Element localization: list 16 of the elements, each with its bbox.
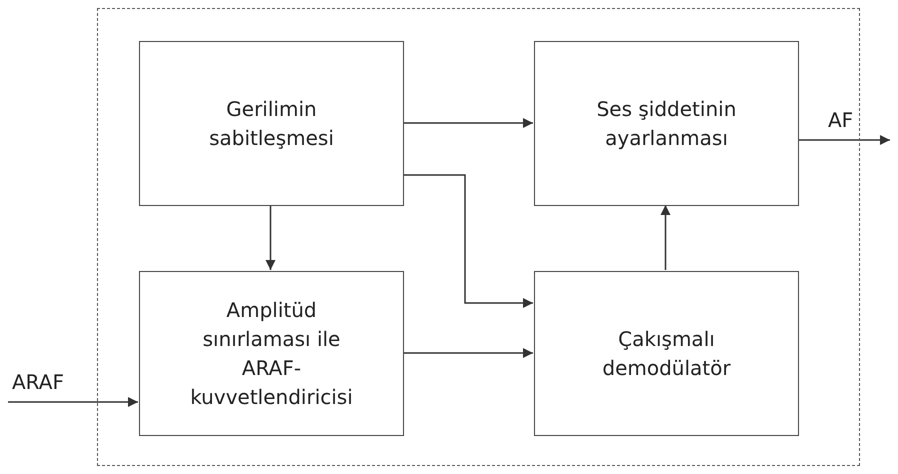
- box-label: Ses şiddetinin ayarlanması: [596, 96, 738, 152]
- arrow: [403, 348, 533, 358]
- box-label: Amplitüd sınırlaması ile ARAF-kuvvetlendiricisi: [189, 296, 354, 410]
- arrow: [8, 397, 138, 407]
- process-box: [534, 271, 799, 436]
- box-label: Gerilimin sabitleşmesi: [208, 96, 335, 152]
- box-label: Çakışmalı demodülatör: [601, 326, 732, 382]
- arrow: [403, 118, 533, 128]
- process-box: [139, 41, 404, 206]
- arrow: [798, 135, 890, 145]
- dashed-boundary-box: [97, 8, 860, 466]
- process-box: [534, 41, 799, 206]
- arrow: [266, 205, 276, 270]
- arrow: [660, 205, 670, 270]
- process-box: [139, 271, 404, 436]
- arrow: [403, 174, 533, 308]
